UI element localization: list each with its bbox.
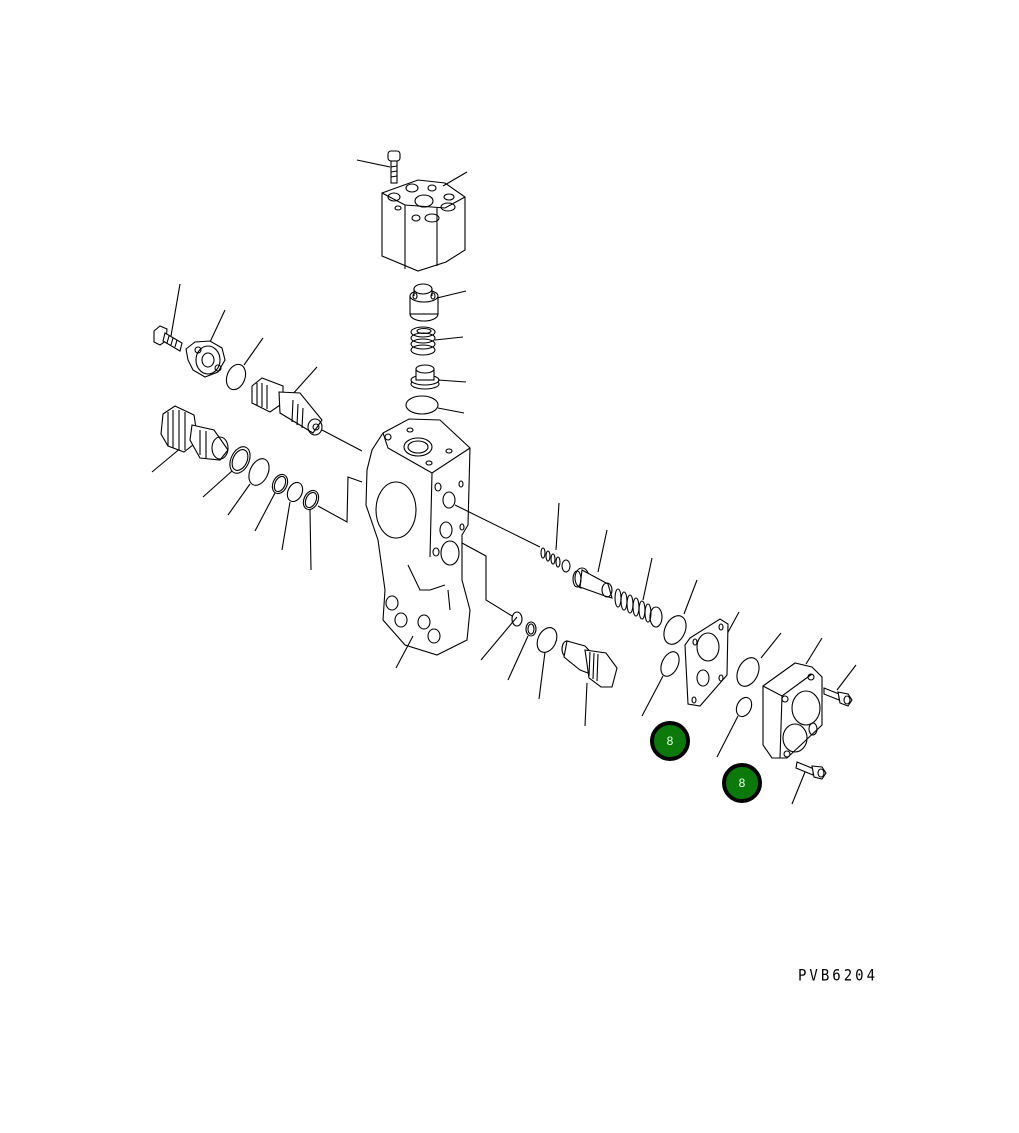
small-spring	[540, 502, 571, 573]
o-ring-right-4	[736, 632, 782, 687]
o-ring-right-3	[641, 651, 680, 717]
callout-badge-1[interactable]: 8	[650, 721, 690, 761]
o-ring-right-5	[716, 696, 753, 758]
piston	[409, 283, 467, 322]
flange-left	[185, 309, 226, 378]
bolt-left	[153, 283, 183, 352]
ball	[480, 611, 523, 661]
cap-bolt-top	[356, 150, 401, 184]
plug-left	[151, 405, 229, 473]
o-ring-right-1	[663, 579, 698, 645]
o-rings-left-row	[202, 446, 363, 571]
backup-ring-right	[507, 621, 537, 681]
callout-badge-2[interactable]: 8	[722, 763, 762, 803]
callout-label: 8	[738, 776, 746, 790]
spool-left	[251, 366, 363, 452]
cover-right	[762, 637, 823, 759]
poppet	[572, 529, 613, 599]
plate	[684, 611, 740, 707]
callout-label: 8	[666, 734, 674, 748]
plug-right	[561, 640, 618, 727]
valve-body	[365, 418, 541, 669]
valve-block-cover	[381, 171, 468, 272]
bolt-right-2	[791, 761, 827, 805]
seat	[410, 364, 467, 390]
bolt-right-1	[823, 664, 857, 707]
o-ring-top	[405, 395, 465, 415]
drawing-code: PVB6204	[798, 966, 879, 986]
o-ring-left	[225, 337, 264, 391]
o-ring-right-2	[536, 627, 558, 700]
spring-right	[614, 557, 663, 628]
spring-top	[410, 326, 464, 356]
